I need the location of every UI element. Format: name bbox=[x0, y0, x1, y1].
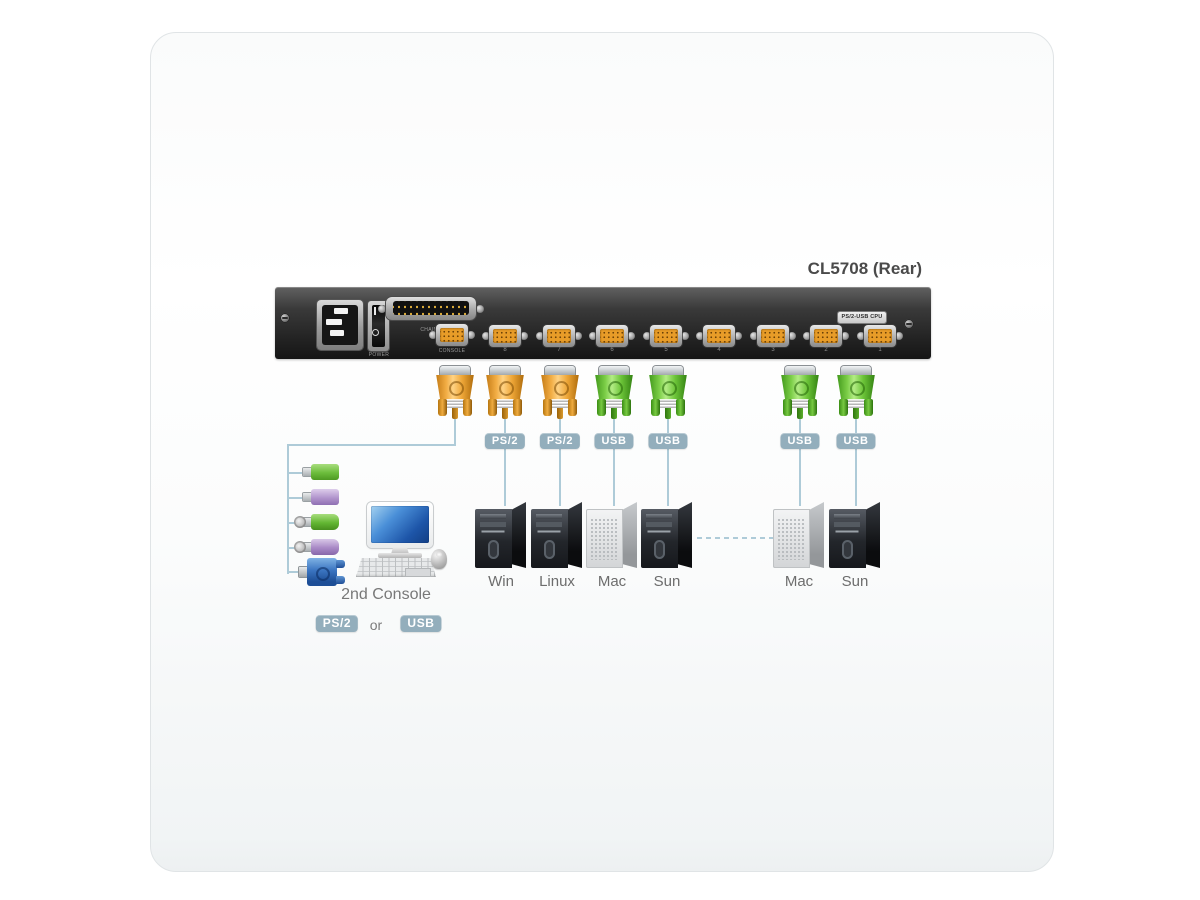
cpu-port-5-icon bbox=[643, 324, 689, 348]
console-usb-badge: USB bbox=[400, 615, 442, 632]
port-number: 2 bbox=[824, 347, 828, 353]
power-switch-label: POWER bbox=[368, 352, 390, 358]
console-cable-plug-icon bbox=[435, 366, 475, 424]
cpu-port-8-icon bbox=[482, 324, 528, 348]
device-title: CL5708 (Rear) bbox=[807, 259, 922, 278]
computer-sun-icon bbox=[641, 502, 695, 568]
port-number: 5 bbox=[664, 347, 668, 353]
console-vga-port-icon bbox=[429, 323, 475, 347]
computer-label: Linux bbox=[539, 573, 575, 590]
usb-cable-plug-icon bbox=[648, 366, 688, 424]
cpu-port-2-icon bbox=[803, 324, 849, 348]
cpu-port-6-icon bbox=[589, 324, 635, 348]
computer-label: Sun bbox=[653, 573, 681, 590]
ps2-cable-plug-icon bbox=[540, 366, 580, 424]
console-or-text: or bbox=[369, 617, 383, 633]
computer-label: Mac bbox=[784, 573, 814, 590]
console-wire bbox=[287, 412, 456, 574]
kvm-rear-panel: POWER CHAIN OUT CONSOLE 8 7 6 bbox=[275, 287, 931, 359]
cable-badge: PS/2 bbox=[484, 433, 526, 449]
cpu-port-3-icon bbox=[750, 324, 796, 348]
computer-label: Mac bbox=[597, 573, 627, 590]
usb-cable-plug-icon bbox=[594, 366, 634, 424]
cpu-ports-badge: PS/2-USB CPU bbox=[838, 312, 886, 323]
console-port-label: CONSOLE bbox=[438, 348, 466, 354]
monitor-stand-icon bbox=[391, 547, 409, 554]
computer-linux-icon bbox=[531, 502, 585, 568]
console-ps2-badge: PS/2 bbox=[315, 615, 359, 632]
usb-cable-plug-icon bbox=[780, 366, 820, 424]
port-number: 3 bbox=[771, 347, 775, 353]
daisy-chain-port-label: CHAIN OUT bbox=[420, 327, 450, 333]
screw-icon-left bbox=[280, 313, 290, 323]
port-number: 1 bbox=[878, 347, 882, 353]
cable-badge: USB bbox=[836, 433, 876, 449]
cable-badge: USB bbox=[594, 433, 634, 449]
computer-label: Sun bbox=[841, 573, 869, 590]
power-switch-icon bbox=[368, 301, 389, 351]
port-number: 4 bbox=[717, 347, 721, 353]
cable-badge: USB bbox=[648, 433, 688, 449]
cable-badge: USB bbox=[780, 433, 820, 449]
console-monitor-icon bbox=[367, 502, 433, 548]
computer-label: Win bbox=[488, 573, 514, 590]
port-number: 8 bbox=[503, 347, 507, 353]
vga-console-plug-icon bbox=[299, 556, 347, 588]
computer-sun2-icon bbox=[829, 502, 883, 568]
cpu-port-1-icon bbox=[857, 324, 903, 348]
monitor-base-icon bbox=[378, 553, 422, 558]
console-mouse-icon bbox=[431, 549, 447, 569]
computer-mac-icon bbox=[586, 502, 640, 568]
power-inlet-icon bbox=[317, 300, 363, 350]
port-number: 6 bbox=[610, 347, 614, 353]
second-console-label: 2nd Console bbox=[341, 586, 431, 603]
computer-mac2-icon bbox=[773, 502, 827, 568]
port-number: 7 bbox=[557, 347, 561, 353]
cpu-port-4-icon bbox=[696, 324, 742, 348]
computer-win-icon bbox=[475, 502, 529, 568]
diagram-card bbox=[150, 32, 1054, 872]
usb-cable-plug-icon bbox=[836, 366, 876, 424]
daisy-chain-port-icon bbox=[378, 297, 484, 327]
cable-badge: PS/2 bbox=[539, 433, 581, 449]
keyboard-pad-icon bbox=[405, 568, 431, 577]
cpu-port-7-icon bbox=[536, 324, 582, 348]
ps2-cable-plug-icon bbox=[485, 366, 525, 424]
screw-icon-right bbox=[904, 319, 914, 329]
